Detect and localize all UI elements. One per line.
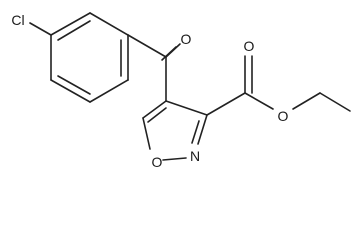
bond (197, 114, 208, 145)
bond (162, 157, 187, 161)
bond (292, 92, 321, 110)
bond (50, 79, 91, 103)
bond (142, 117, 151, 150)
bond (127, 34, 167, 58)
bond (142, 100, 167, 119)
bond (29, 22, 52, 36)
ring-oxygen-label: O (152, 154, 163, 170)
bond (147, 107, 167, 123)
bond (244, 92, 274, 110)
chlorine-atom-label: Cl (11, 12, 24, 28)
ester-oxygen-label: O (278, 108, 289, 124)
molecule-drawing: Cl O O N O O (11, 12, 351, 170)
bond (165, 100, 208, 116)
chlorophenyl-ring (50, 12, 129, 103)
ring-nitrogen-label: N (190, 148, 200, 164)
bond (206, 92, 246, 116)
ketone-oxygen-label: O (181, 31, 192, 47)
bond (89, 79, 129, 103)
carbonyl-oxygen-label: O (244, 38, 255, 54)
bond (57, 75, 91, 95)
bond (191, 120, 200, 144)
bond (50, 12, 91, 36)
bond (161, 46, 177, 61)
bond (319, 92, 351, 112)
chemical-structure-diagram: Cl O O N O O (11, 12, 351, 170)
bond (89, 12, 129, 36)
isoxazole-ring (142, 100, 208, 161)
bond (57, 20, 91, 41)
